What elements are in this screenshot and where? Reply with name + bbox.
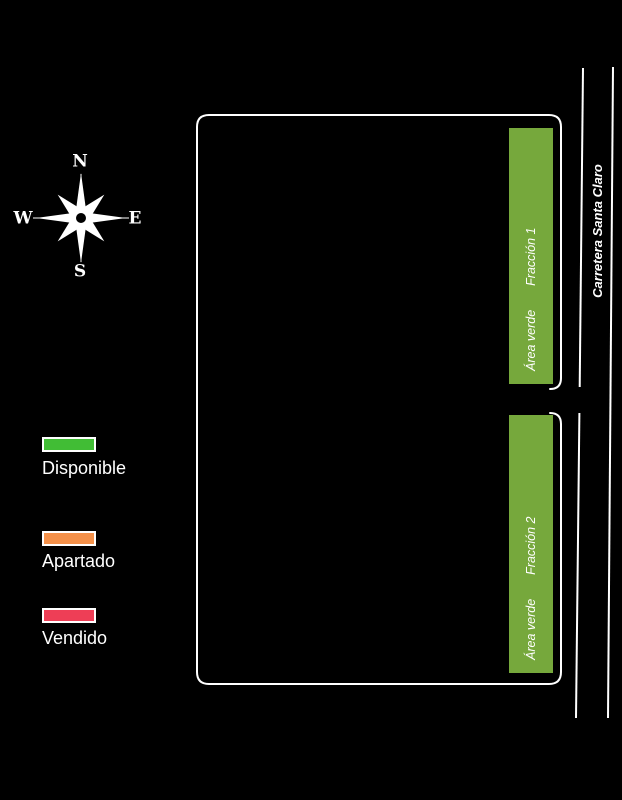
road-right-edge bbox=[607, 66, 614, 719]
compass-west-label: W bbox=[13, 208, 33, 229]
legend-label-vendido: Vendido bbox=[42, 628, 108, 648]
road-edges bbox=[575, 66, 614, 719]
fraction-2-area-label: Área verde bbox=[524, 598, 538, 660]
compass-north-label: N bbox=[72, 151, 88, 172]
compass-east-label: E bbox=[128, 208, 142, 229]
fraction-2-name: Fracción 2 bbox=[524, 516, 538, 575]
fraction-2-labels: Área verde Fracción 2 bbox=[509, 415, 553, 673]
compass-south-label: S bbox=[73, 261, 87, 282]
legend-swatch-apartado bbox=[42, 531, 96, 546]
road-name-label: Carretera Santa Claro bbox=[590, 164, 605, 298]
road-left-edge-upper bbox=[578, 67, 584, 388]
parcel-boundary bbox=[196, 114, 562, 685]
fraction-1-name: Fracción 1 bbox=[524, 227, 538, 286]
fraction-2-green-area[interactable]: Área verde Fracción 2 bbox=[509, 415, 553, 673]
legend-label-apartado: Apartado bbox=[42, 551, 116, 571]
fraction-1-labels: Área verde Fracción 1 bbox=[509, 128, 553, 384]
legend-swatch-disponible bbox=[42, 437, 96, 452]
fraction-1-area-label: Área verde bbox=[524, 309, 538, 371]
compass-rose-icon bbox=[33, 173, 129, 263]
road-left-edge-lower bbox=[575, 412, 581, 719]
fraction-1-green-area[interactable]: Área verde Fracción 1 bbox=[509, 128, 553, 384]
legend-label-disponible: Disponible bbox=[42, 458, 127, 478]
legend-swatch-vendido bbox=[42, 608, 96, 623]
